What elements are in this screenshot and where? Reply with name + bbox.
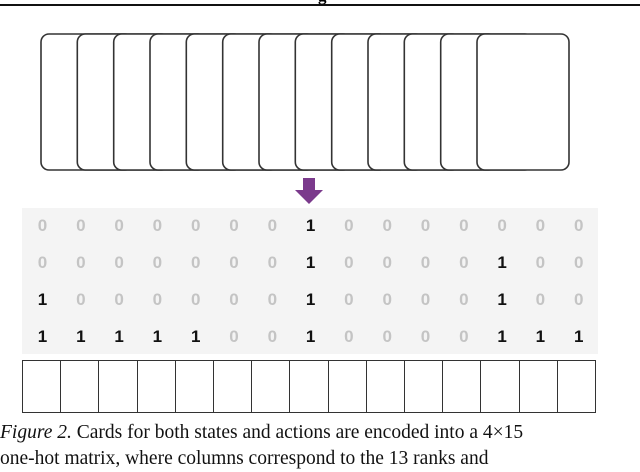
matrix-cell-r1-c8: 1 [305, 216, 316, 235]
matrix-cell-r2-c6: 0 [229, 253, 239, 272]
matrix-cell-r3-c9: 0 [344, 290, 354, 309]
matrix-cell-r1-c5: 0 [190, 216, 201, 235]
card-slot-2 [61, 361, 100, 412]
matrix-cell-r2-c10: 0 [382, 253, 392, 272]
top-rule [0, 4, 640, 6]
matrix-cell-r4-c10: 0 [382, 327, 392, 346]
card-slot-13 [481, 361, 520, 412]
matrix-cell-r1-c6: 0 [229, 216, 239, 235]
empty-card-slots [22, 360, 596, 413]
hand-card-13 [476, 33, 570, 171]
matrix-cell-r2-c15: 0 [573, 253, 584, 272]
matrix-cell-r4-c3: 1 [114, 327, 124, 346]
matrix-cell-r3-c13: 1 [497, 290, 507, 309]
matrix-cell-r1-c15: 0 [573, 216, 584, 235]
page-header-fragment: g [318, 0, 327, 6]
matrix-cell-r4-c7: 0 [267, 327, 278, 346]
caption-text-1: Cards for both states and actions are en… [71, 422, 524, 443]
matrix-cell-r3-c7: 0 [267, 290, 278, 309]
matrix-cell-r2-c13: 1 [497, 253, 507, 272]
card-slot-5 [176, 361, 215, 412]
matrix-cell-r1-c9: 0 [344, 216, 354, 235]
card-slot-9 [329, 361, 367, 412]
matrix-cell-r2-c4: 0 [152, 253, 163, 272]
matrix-cell-r3-c15: 0 [573, 290, 584, 309]
matrix-cell-r4-c12: 0 [459, 327, 469, 346]
matrix-cell-r2-c1: 0 [37, 253, 48, 272]
card-slot-3 [99, 361, 138, 412]
card-slot-15 [558, 361, 595, 412]
matrix-cell-r2-c14: 0 [535, 253, 546, 272]
matrix-cell-r4-c11: 0 [420, 327, 431, 346]
matrix-cell-r3-c2: 0 [76, 290, 86, 309]
matrix-cell-r4-c13: 1 [497, 327, 507, 346]
matrix-cell-r4-c15: 1 [573, 327, 584, 346]
matrix-cell-r4-c6: 0 [229, 327, 239, 346]
matrix-cell-r4-c8: 1 [305, 327, 316, 346]
matrix-cell-r1-c4: 0 [152, 216, 163, 235]
down-arrow-icon [295, 178, 323, 204]
matrix-cell-r2-c11: 0 [420, 253, 431, 272]
matrix-cell-r3-c12: 0 [459, 290, 469, 309]
matrix-cell-r2-c8: 1 [305, 253, 316, 272]
card-slot-4 [138, 361, 176, 412]
matrix-cell-r1-c2: 0 [76, 216, 86, 235]
matrix-cell-r2-c5: 0 [190, 253, 201, 272]
matrix-cell-r3-c3: 0 [114, 290, 124, 309]
matrix-cell-r1-c11: 0 [420, 216, 431, 235]
matrix-cell-r2-c7: 0 [267, 253, 278, 272]
matrix-cell-r1-c13: 0 [497, 216, 507, 235]
card-slot-6 [214, 361, 253, 412]
card-slot-7 [252, 361, 291, 412]
card-slot-11 [405, 361, 444, 412]
figure-caption: Figure 2. Cards for both states and acti… [0, 420, 640, 472]
card-slot-14 [520, 361, 558, 412]
caption-line-2: one-hot matrix, where columns correspond… [0, 448, 489, 469]
matrix-cell-r2-c3: 0 [114, 253, 124, 272]
matrix-cell-r4-c5: 1 [190, 327, 201, 346]
matrix-cell-r3-c10: 0 [382, 290, 392, 309]
caption-label: Figure 2. [0, 422, 72, 443]
matrix-cell-r4-c1: 1 [37, 327, 48, 346]
matrix-cell-r3-c1: 1 [37, 290, 48, 309]
matrix-cell-r4-c2: 1 [76, 327, 86, 346]
caption-line-1: Figure 2. Cards for both states and acti… [0, 420, 640, 446]
matrix-cell-r3-c8: 1 [305, 290, 316, 309]
matrix-cell-r1-c10: 0 [382, 216, 392, 235]
card-slot-1 [23, 361, 62, 412]
matrix-cell-r1-c3: 0 [114, 216, 124, 235]
matrix-cell-r1-c1: 0 [37, 216, 48, 235]
card-slot-10 [367, 361, 406, 412]
matrix-cell-r3-c14: 0 [535, 290, 546, 309]
matrix-cell-r2-c12: 0 [459, 253, 469, 272]
matrix-cell-r1-c12: 0 [459, 216, 469, 235]
card-slot-12 [443, 361, 482, 412]
one-hot-matrix: 0 0 0 0 0 0 0 1 0 0 0 0 0 0 0 0 0 0 0 0 0 0 1 0 0 0 0 1 0 0 1 0 0 0 0 0 0 1 0 0… [22, 208, 598, 354]
matrix-cell-r1-c7: 0 [267, 216, 278, 235]
matrix-cell-r3-c5: 0 [190, 290, 201, 309]
matrix-cell-r3-c4: 0 [152, 290, 163, 309]
matrix-cell-r4-c14: 1 [535, 327, 546, 346]
matrix-cell-r4-c9: 0 [344, 327, 354, 346]
matrix-cell-r3-c6: 0 [229, 290, 239, 309]
matrix-cell-r2-c9: 0 [344, 253, 354, 272]
matrix-cell-r1-c14: 0 [535, 216, 546, 235]
card-hand [40, 33, 570, 171]
matrix-cell-r2-c2: 0 [76, 253, 86, 272]
matrix-cell-r4-c4: 1 [152, 327, 163, 346]
card-slot-8 [290, 361, 329, 412]
matrix-cell-r3-c11: 0 [420, 290, 431, 309]
